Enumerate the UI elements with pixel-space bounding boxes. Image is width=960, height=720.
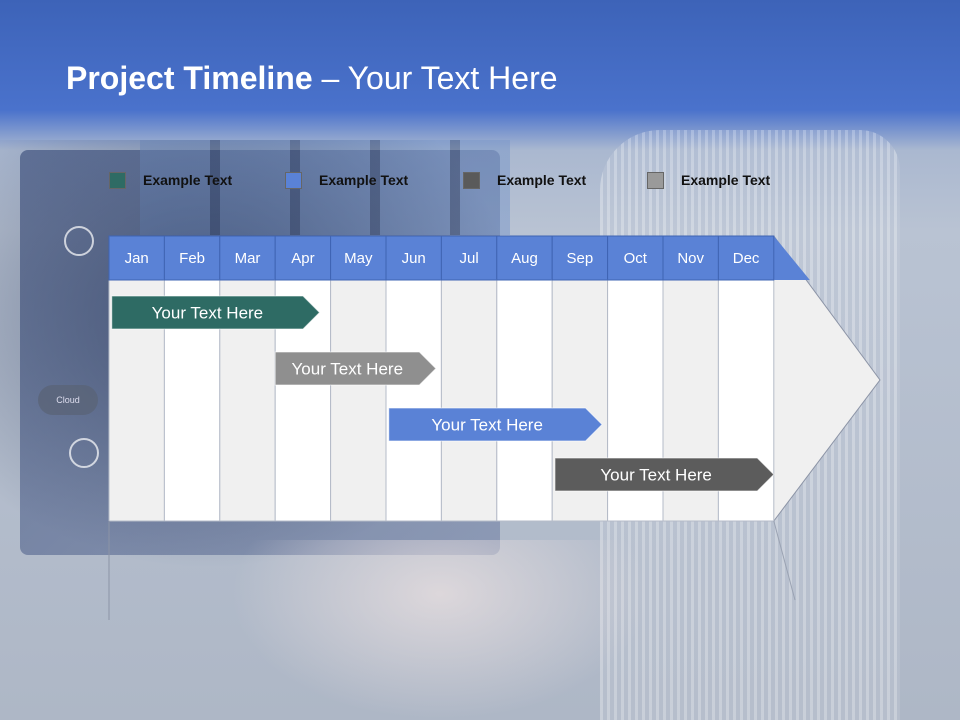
background-user-icon	[64, 226, 94, 256]
task-bar[interactable]	[554, 457, 775, 492]
month-column	[440, 279, 498, 522]
legend-label: Example Text	[319, 172, 409, 188]
task-bar-label: Your Text Here	[152, 304, 264, 323]
month-label: Sep	[567, 250, 594, 267]
month-header	[551, 235, 609, 281]
timeline-arrow-head-strip	[773, 236, 810, 280]
legend-label: Example Text	[497, 172, 587, 188]
month-header	[330, 235, 387, 281]
month-column	[496, 279, 553, 522]
task-bar-label: Your Text Here	[292, 360, 404, 379]
month-header	[163, 235, 221, 281]
task-bar-label: Your Text Here	[431, 416, 543, 435]
month-header	[108, 235, 165, 281]
month-label: Mar	[235, 250, 261, 267]
month-label: Jan	[125, 250, 149, 267]
month-column	[385, 279, 442, 522]
month-header	[662, 235, 719, 281]
task-bar[interactable]	[388, 407, 603, 442]
month-label: Oct	[624, 250, 648, 267]
month-label: Feb	[179, 250, 205, 267]
month-header	[385, 235, 442, 281]
month-label: Aug	[511, 250, 538, 267]
slide-title-rest: – Your Text Here	[312, 60, 558, 96]
month-header	[496, 235, 553, 281]
legend-swatch	[109, 171, 126, 189]
month-header	[717, 235, 775, 281]
month-header	[274, 235, 332, 281]
task-bar[interactable]	[111, 295, 321, 330]
month-header	[607, 235, 664, 281]
legend-label: Example Text	[143, 172, 233, 188]
slide-title: Project Timeline – Your Text Here	[66, 60, 558, 97]
month-label: Apr	[291, 250, 314, 267]
background-user-icon	[69, 438, 99, 468]
legend-swatch	[463, 171, 480, 189]
month-header	[440, 235, 498, 281]
task-bar-label: Your Text Here	[600, 466, 712, 485]
legend-item: Example Text	[647, 170, 770, 190]
legend-item: Example Text	[285, 170, 408, 190]
month-label: May	[344, 250, 373, 267]
slide-title-bold: Project Timeline	[66, 60, 313, 96]
month-label: Dec	[733, 250, 760, 267]
legend-item: Example Text	[463, 170, 586, 190]
guide-line	[773, 520, 796, 601]
month-label: Nov	[677, 250, 704, 267]
legend-swatch	[285, 171, 302, 189]
month-label: Jun	[402, 250, 426, 267]
legend-label: Example Text	[681, 172, 771, 188]
month-header	[219, 235, 276, 281]
legend-item: Example Text	[109, 170, 232, 190]
legend-swatch	[647, 171, 664, 189]
background-hand-image	[230, 540, 650, 720]
task-bar[interactable]	[274, 351, 437, 386]
background-cloud-badge: Cloud	[38, 385, 98, 415]
month-column	[330, 279, 387, 522]
month-label: Jul	[460, 250, 479, 267]
